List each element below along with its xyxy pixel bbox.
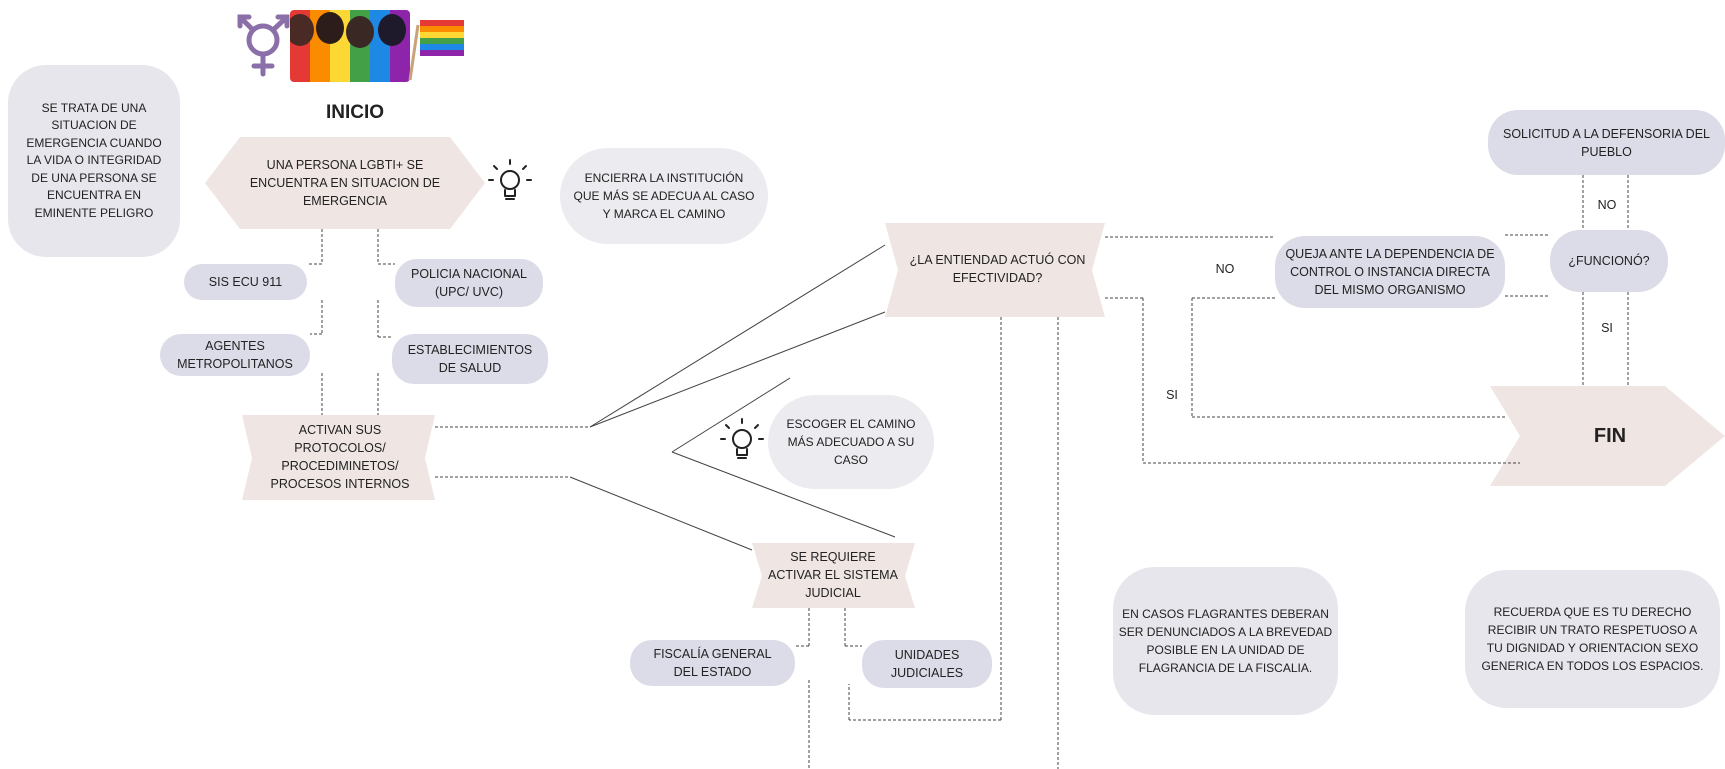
gender-symbol-icon <box>237 14 290 77</box>
flagrant-cases-note: EN CASOS FLAGRANTES DEBERAN SER DENUNCIA… <box>1113 567 1338 715</box>
activan-banner <box>242 415 435 500</box>
funciono-node: ¿FUNCIONÓ? <box>1550 230 1668 292</box>
tip-choose-institution: ENCIERRA LA INSTITUCIÓN QUE MÁS SE ADECU… <box>560 148 768 244</box>
agentes-metropolitanos-node: AGENTES METROPOLITANOS <box>160 334 310 376</box>
branch-lines <box>569 244 896 551</box>
fiscalia-node: FISCALÍA GENERAL DEL ESTADO <box>630 640 795 686</box>
rights-reminder-note: RECUERDA QUE ES TU DERECHO RECIBIR UN TR… <box>1465 570 1720 708</box>
establecimientos-salud-node: ESTABLECIMIENTOS DE SALUD <box>392 334 548 384</box>
decision-effectiveness-node: ¿LA ENTIENDAD ACTUÓ CON EFECTIVIDAD? <box>909 253 1086 285</box>
connector-lines <box>307 175 1629 769</box>
label-no-2: NO <box>1597 198 1617 212</box>
lightbulb-icon <box>720 418 764 459</box>
policia-nacional-node: POLICIA NACIONAL (UPC/ UVC) <box>395 259 543 307</box>
tip-choose-path: ESCOGER EL CAMINO MÁS ADECUADO A SU CASO <box>768 395 934 489</box>
inicio-title: INICIO <box>325 102 385 123</box>
defensoria-node: SOLICITUD A LA DEFENSORIA DEL PUEBLO <box>1488 110 1725 175</box>
start-hexagon <box>205 137 485 229</box>
label-si-2: SI <box>1601 321 1613 335</box>
emergency-definition-note: SE TRATA DE UNA SITUACION DE EMERGENCIA … <box>8 65 180 257</box>
sis-ecu-911-node: SIS ECU 911 <box>184 264 307 300</box>
queja-node: QUEJA ANTE LA DEPENDENCIA DE CONTROL O I… <box>1275 236 1505 308</box>
pride-flag-icon <box>408 20 464 81</box>
activan-protocolos-node: ACTIVAN SUS PROTOCOLOS/ PROCEDIMINETOS/ … <box>270 423 410 491</box>
label-no-1: NO <box>1215 262 1235 276</box>
fin-arrow <box>1490 386 1725 486</box>
label-si-1: SI <box>1166 388 1178 402</box>
judicial-system-node: SE REQUIERE ACTIVAR EL SISTEMA JUDICIAL <box>768 550 898 600</box>
decision-banner <box>885 223 1105 317</box>
judicial-banner <box>752 543 915 608</box>
lightbulb-icon <box>488 159 532 200</box>
unidades-judiciales-node: UNIDADES JUDICIALES <box>862 640 992 688</box>
start-node: UNA PERSONA LGBTI+ SE ENCUENTRA EN SITUA… <box>249 158 441 208</box>
fin-node: FIN <box>1593 425 1627 447</box>
diverse-people-icon <box>290 10 410 82</box>
